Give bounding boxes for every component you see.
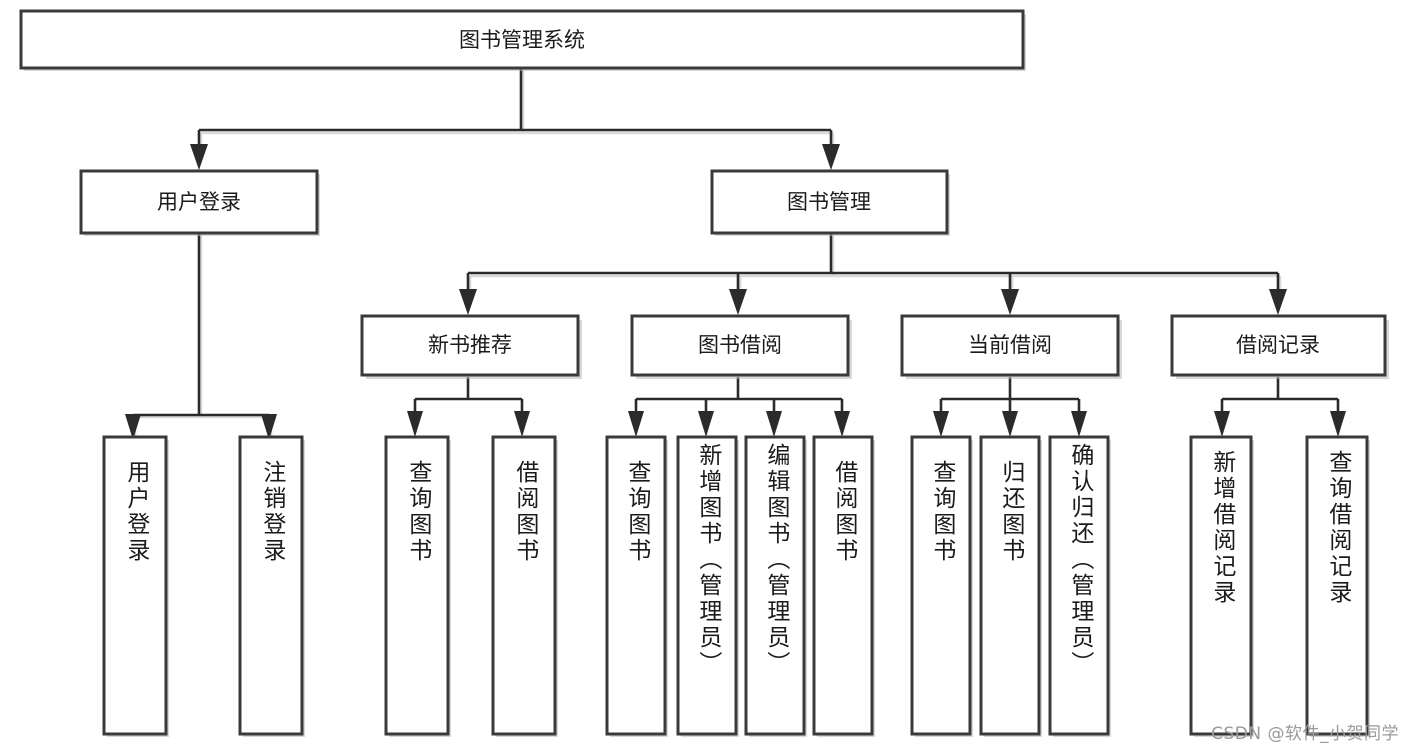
node-new-book-box[interactable] xyxy=(360,314,580,377)
leaf-box-borrow-record-1[interactable] xyxy=(1305,435,1369,736)
node-book-mgmt-label: 图书管理 xyxy=(787,190,871,214)
connector-shadow-layer xyxy=(133,70,1282,440)
arrow-to-current-borrow-leaf2 xyxy=(1002,411,1018,437)
arrow-to-user-login-leaf2 xyxy=(261,414,277,440)
leaf-box-book-borrow-1[interactable] xyxy=(676,435,738,736)
node-borrow-record-label: 借阅记录 xyxy=(1236,333,1320,357)
arrow-to-new-book-leaf2 xyxy=(514,411,530,437)
leaf-box-current-borrow-0[interactable] xyxy=(910,435,972,736)
leaf-box-book-borrow-2[interactable] xyxy=(744,435,806,736)
arrow-to-book-mgmt xyxy=(822,144,840,170)
leaf-box-user-login-0[interactable] xyxy=(102,435,168,736)
arrow-to-user-login-leaf1 xyxy=(125,414,141,440)
arrowhead-layer xyxy=(125,144,1346,440)
csdn-watermark: CSDN @软件_小贺同学 xyxy=(1211,724,1399,744)
arrow-to-current-borrow xyxy=(1001,289,1019,315)
arrow-to-user-login xyxy=(190,144,208,170)
node-book-mgmt-box[interactable] xyxy=(710,169,949,235)
leaf-box-user-login-1[interactable] xyxy=(238,435,304,736)
arrow-to-book-borrow-leaf4 xyxy=(834,411,850,437)
node-root-box[interactable] xyxy=(19,9,1025,70)
arrow-to-book-borrow-leaf1 xyxy=(628,411,644,437)
leaf-box-current-borrow-2[interactable] xyxy=(1048,435,1110,736)
node-book-borrow-box[interactable] xyxy=(630,314,850,377)
arrow-to-current-borrow-leaf3 xyxy=(1071,411,1087,437)
arrow-to-book-borrow-leaf3 xyxy=(766,411,782,437)
connector-layer xyxy=(131,68,1340,436)
node-user-login-label: 用户登录 xyxy=(157,190,241,214)
node-new-book-label: 新书推荐 xyxy=(428,333,512,357)
leaf-box-new-book-0[interactable] xyxy=(384,435,450,736)
arrow-to-book-borrow-leaf2 xyxy=(698,411,714,437)
arrow-to-new-book-leaf1 xyxy=(407,411,423,437)
node-current-borrow-box[interactable] xyxy=(900,314,1120,377)
node-borrow-record-box[interactable] xyxy=(1170,314,1387,377)
node-book-borrow-label: 图书借阅 xyxy=(698,333,782,357)
arrow-to-new-book xyxy=(459,289,477,315)
arrow-to-borrow-record xyxy=(1269,289,1287,315)
node-current-borrow-label: 当前借阅 xyxy=(968,333,1052,357)
leaf-box-book-borrow-0[interactable] xyxy=(605,435,667,736)
arrow-to-current-borrow-leaf1 xyxy=(933,411,949,437)
arrow-to-borrow-record-leaf2 xyxy=(1330,411,1346,437)
arrow-to-book-borrow xyxy=(729,289,747,315)
arrow-to-borrow-record-leaf1 xyxy=(1214,411,1230,437)
leaf-box-new-book-1[interactable] xyxy=(491,435,557,736)
leaf-box-borrow-record-0[interactable] xyxy=(1189,435,1253,736)
node-root-label: 图书管理系统 xyxy=(459,28,585,52)
leaf-box-current-borrow-1[interactable] xyxy=(979,435,1041,736)
node-user-login-box[interactable] xyxy=(79,169,319,235)
node-box-layer: 图书管理系统 用户登录 图书管理 新书推荐 图书借阅 当前借阅 借阅记录 xyxy=(19,9,1387,736)
leaf-box-book-borrow-3[interactable] xyxy=(812,435,874,736)
